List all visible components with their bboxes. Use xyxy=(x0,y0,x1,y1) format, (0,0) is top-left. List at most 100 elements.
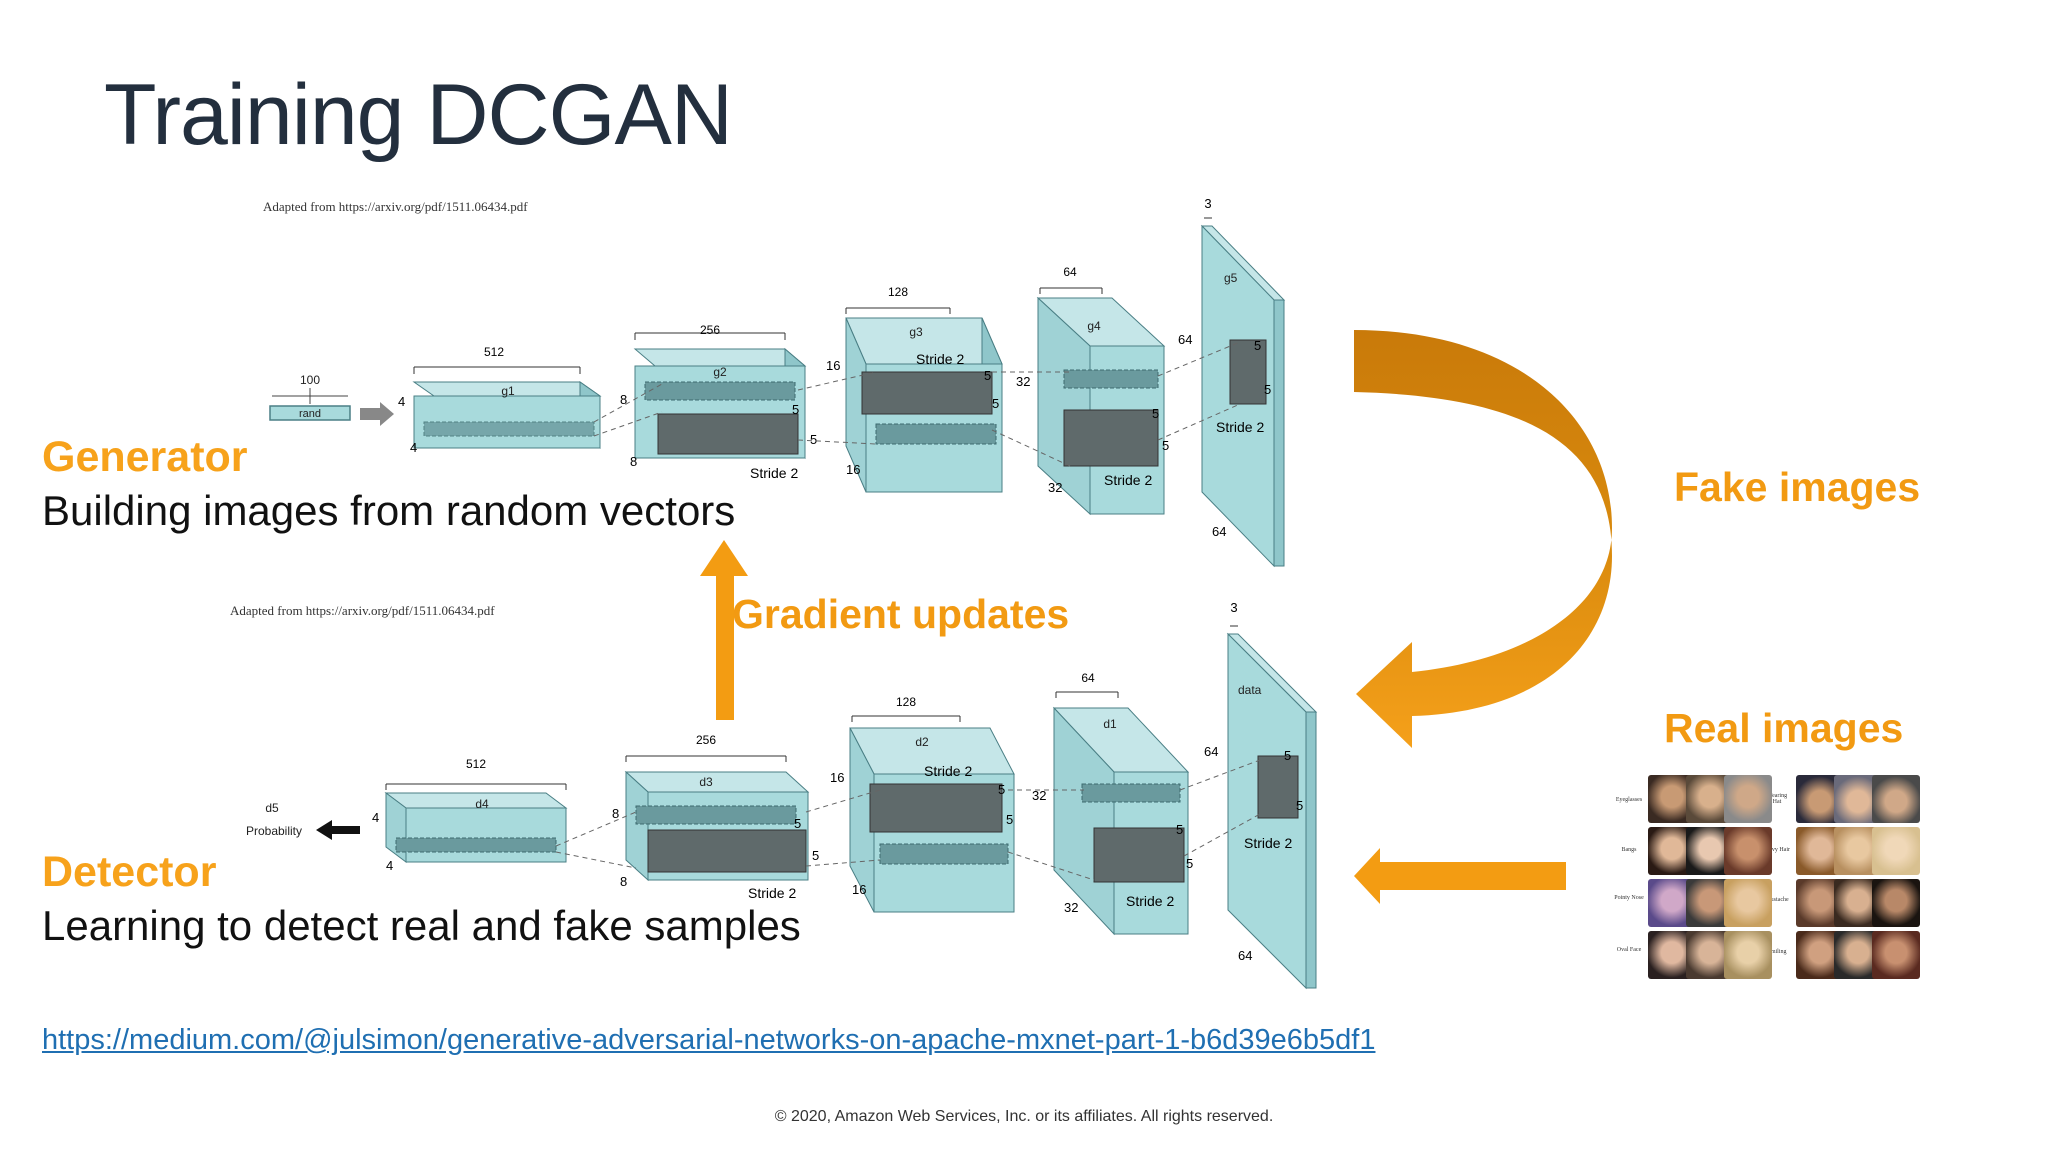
g4-stride: Stride 2 xyxy=(1104,472,1152,488)
block-g3: 128 g3 Stride 2 16 16 5 5 xyxy=(826,285,1003,493)
face-photo xyxy=(1872,827,1920,875)
g4-dim-32a: 32 xyxy=(1016,374,1030,389)
g2-stride: Stride 2 xyxy=(750,465,798,481)
d3-depth: 256 xyxy=(696,733,716,747)
d3-k5a: 5 xyxy=(794,816,801,831)
detector-description: Learning to detect real and fake samples xyxy=(42,902,801,949)
d1-k5a: 5 xyxy=(1176,822,1183,837)
d3-label: d3 xyxy=(699,775,713,789)
block-d2: 128 d2 Stride 2 16 16 5 5 xyxy=(830,695,1015,913)
g1-depth: 512 xyxy=(484,345,504,359)
d4-dim-4b: 4 xyxy=(386,858,393,873)
g2-depth: 256 xyxy=(700,323,720,337)
face-photo xyxy=(1872,879,1920,927)
block-d3: 256 d3 8 8 5 5 Stride 2 xyxy=(612,733,819,901)
data-dim-64b: 64 xyxy=(1238,948,1252,963)
slide-title: Training DCGAN xyxy=(104,67,733,163)
face-label-wavy-hair: Wavy Hair xyxy=(1763,847,1790,853)
d1-label: d1 xyxy=(1103,717,1117,731)
g5-k5b: 5 xyxy=(1264,382,1271,397)
fake-images-label: Fake images xyxy=(1674,464,1921,510)
d2-dim-16a: 16 xyxy=(830,770,844,785)
g4-k5a: 5 xyxy=(1152,406,1159,421)
real-faces-grid: Eyeglasses Bangs Pointy Nose Oval Face W… xyxy=(1612,775,1920,980)
det-output-sub: Probability xyxy=(246,824,302,838)
g2-label: g2 xyxy=(713,365,727,379)
gradient-updates-arrow xyxy=(700,540,748,720)
d3-stride: Stride 2 xyxy=(748,885,796,901)
data-dim-64a: 64 xyxy=(1204,744,1218,759)
block-data: 3 data 64 64 5 5 Stride 2 xyxy=(1204,600,1318,990)
data-label: data xyxy=(1238,683,1262,697)
generator-heading: Generator xyxy=(42,433,248,481)
det-connectors xyxy=(555,759,1261,881)
g3-stride: Stride 2 xyxy=(916,351,964,367)
g5-stride: Stride 2 xyxy=(1216,419,1264,435)
real-images-arrow xyxy=(1354,848,1566,904)
d2-label: d2 xyxy=(915,735,929,749)
g4-label: g4 xyxy=(1087,319,1101,333)
g2-dim-8b: 8 xyxy=(630,454,637,469)
face-photo xyxy=(1872,775,1920,823)
g1-dim-4b: 4 xyxy=(410,440,417,455)
block-g2: 256 g2 8 8 5 5 Stride 2 xyxy=(620,323,817,481)
block-g5: 3 g5 64 64 5 5 Stride 2 xyxy=(1178,196,1286,568)
real-images-label: Real images xyxy=(1664,705,1904,751)
d3-dim-8b: 8 xyxy=(620,874,627,889)
g4-dim-32b: 32 xyxy=(1048,480,1062,495)
copyright-notice: © 2020, Amazon Web Services, Inc. or its… xyxy=(774,1108,1274,1125)
source-link[interactable]: https://medium.com/@julsimon/generative-… xyxy=(42,1024,1376,1056)
d3-k5b: 5 xyxy=(812,848,819,863)
face-label-bangs: Bangs xyxy=(1621,847,1637,853)
g1-dim-4a: 4 xyxy=(398,394,405,409)
d2-k5a: 5 xyxy=(998,782,1005,797)
data-depth: 3 xyxy=(1230,600,1237,615)
g4-k5b: 5 xyxy=(1162,438,1169,453)
face-label-wearing-hat: Wearing Hat xyxy=(1766,793,1788,805)
g5-depth: 3 xyxy=(1204,196,1211,211)
g5-label: g5 xyxy=(1224,271,1238,285)
gen-input-size: 100 xyxy=(300,373,320,387)
g3-depth: 128 xyxy=(888,285,908,299)
data-k5a: 5 xyxy=(1284,748,1291,763)
g2-k5b: 5 xyxy=(810,432,817,447)
d2-dim-16b: 16 xyxy=(852,882,866,897)
block-g1: 512 g1 4 4 xyxy=(398,345,602,455)
d4-depth: 512 xyxy=(466,757,486,771)
detector-network: d5 Probability 512 d4 4 4 256 d3 xyxy=(246,600,1318,990)
d4-label: d4 xyxy=(475,797,489,811)
block-d4: 512 d4 4 4 xyxy=(372,757,568,873)
d1-k5b: 5 xyxy=(1186,856,1193,871)
d3-dim-8a: 8 xyxy=(612,806,619,821)
face-photo xyxy=(1724,879,1772,927)
g2-dim-8a: 8 xyxy=(620,392,627,407)
d2-depth: 128 xyxy=(896,695,916,709)
face-photo xyxy=(1872,931,1920,979)
d2-k5b: 5 xyxy=(1006,812,1013,827)
face-label-pointy-nose: Pointy Nose xyxy=(1614,895,1644,901)
gradient-updates-label: Gradient updates xyxy=(732,591,1070,637)
d1-depth: 64 xyxy=(1081,671,1095,685)
g2-k5a: 5 xyxy=(792,402,799,417)
face-label-eyeglasses: Eyeglasses xyxy=(1615,797,1643,803)
g5-dim-64b: 64 xyxy=(1212,524,1226,539)
d2-stride: Stride 2 xyxy=(924,763,972,779)
data-k5b: 5 xyxy=(1296,798,1303,813)
generator-source-note: Adapted from https://arxiv.org/pdf/1511.… xyxy=(263,199,528,214)
face-photo xyxy=(1724,827,1772,875)
g3-dim-16b: 16 xyxy=(846,462,860,477)
fake-images-arrow xyxy=(1354,330,1612,748)
face-photo xyxy=(1724,931,1772,979)
g1-label: g1 xyxy=(501,384,515,398)
detector-source-note: Adapted from https://arxiv.org/pdf/1511.… xyxy=(230,603,495,618)
face-label-mustache: Mustache xyxy=(1765,897,1789,903)
det-output-label: d5 xyxy=(265,801,279,815)
generator-network: 100 rand 512 g1 4 4 2 xyxy=(269,196,1286,568)
detector-heading: Detector xyxy=(42,848,217,896)
d1-dim-32b: 32 xyxy=(1064,900,1078,915)
rand-label: rand xyxy=(299,408,321,420)
data-stride: Stride 2 xyxy=(1244,835,1292,851)
rand-vector-box xyxy=(269,405,351,421)
g5-dim-64a: 64 xyxy=(1178,332,1192,347)
